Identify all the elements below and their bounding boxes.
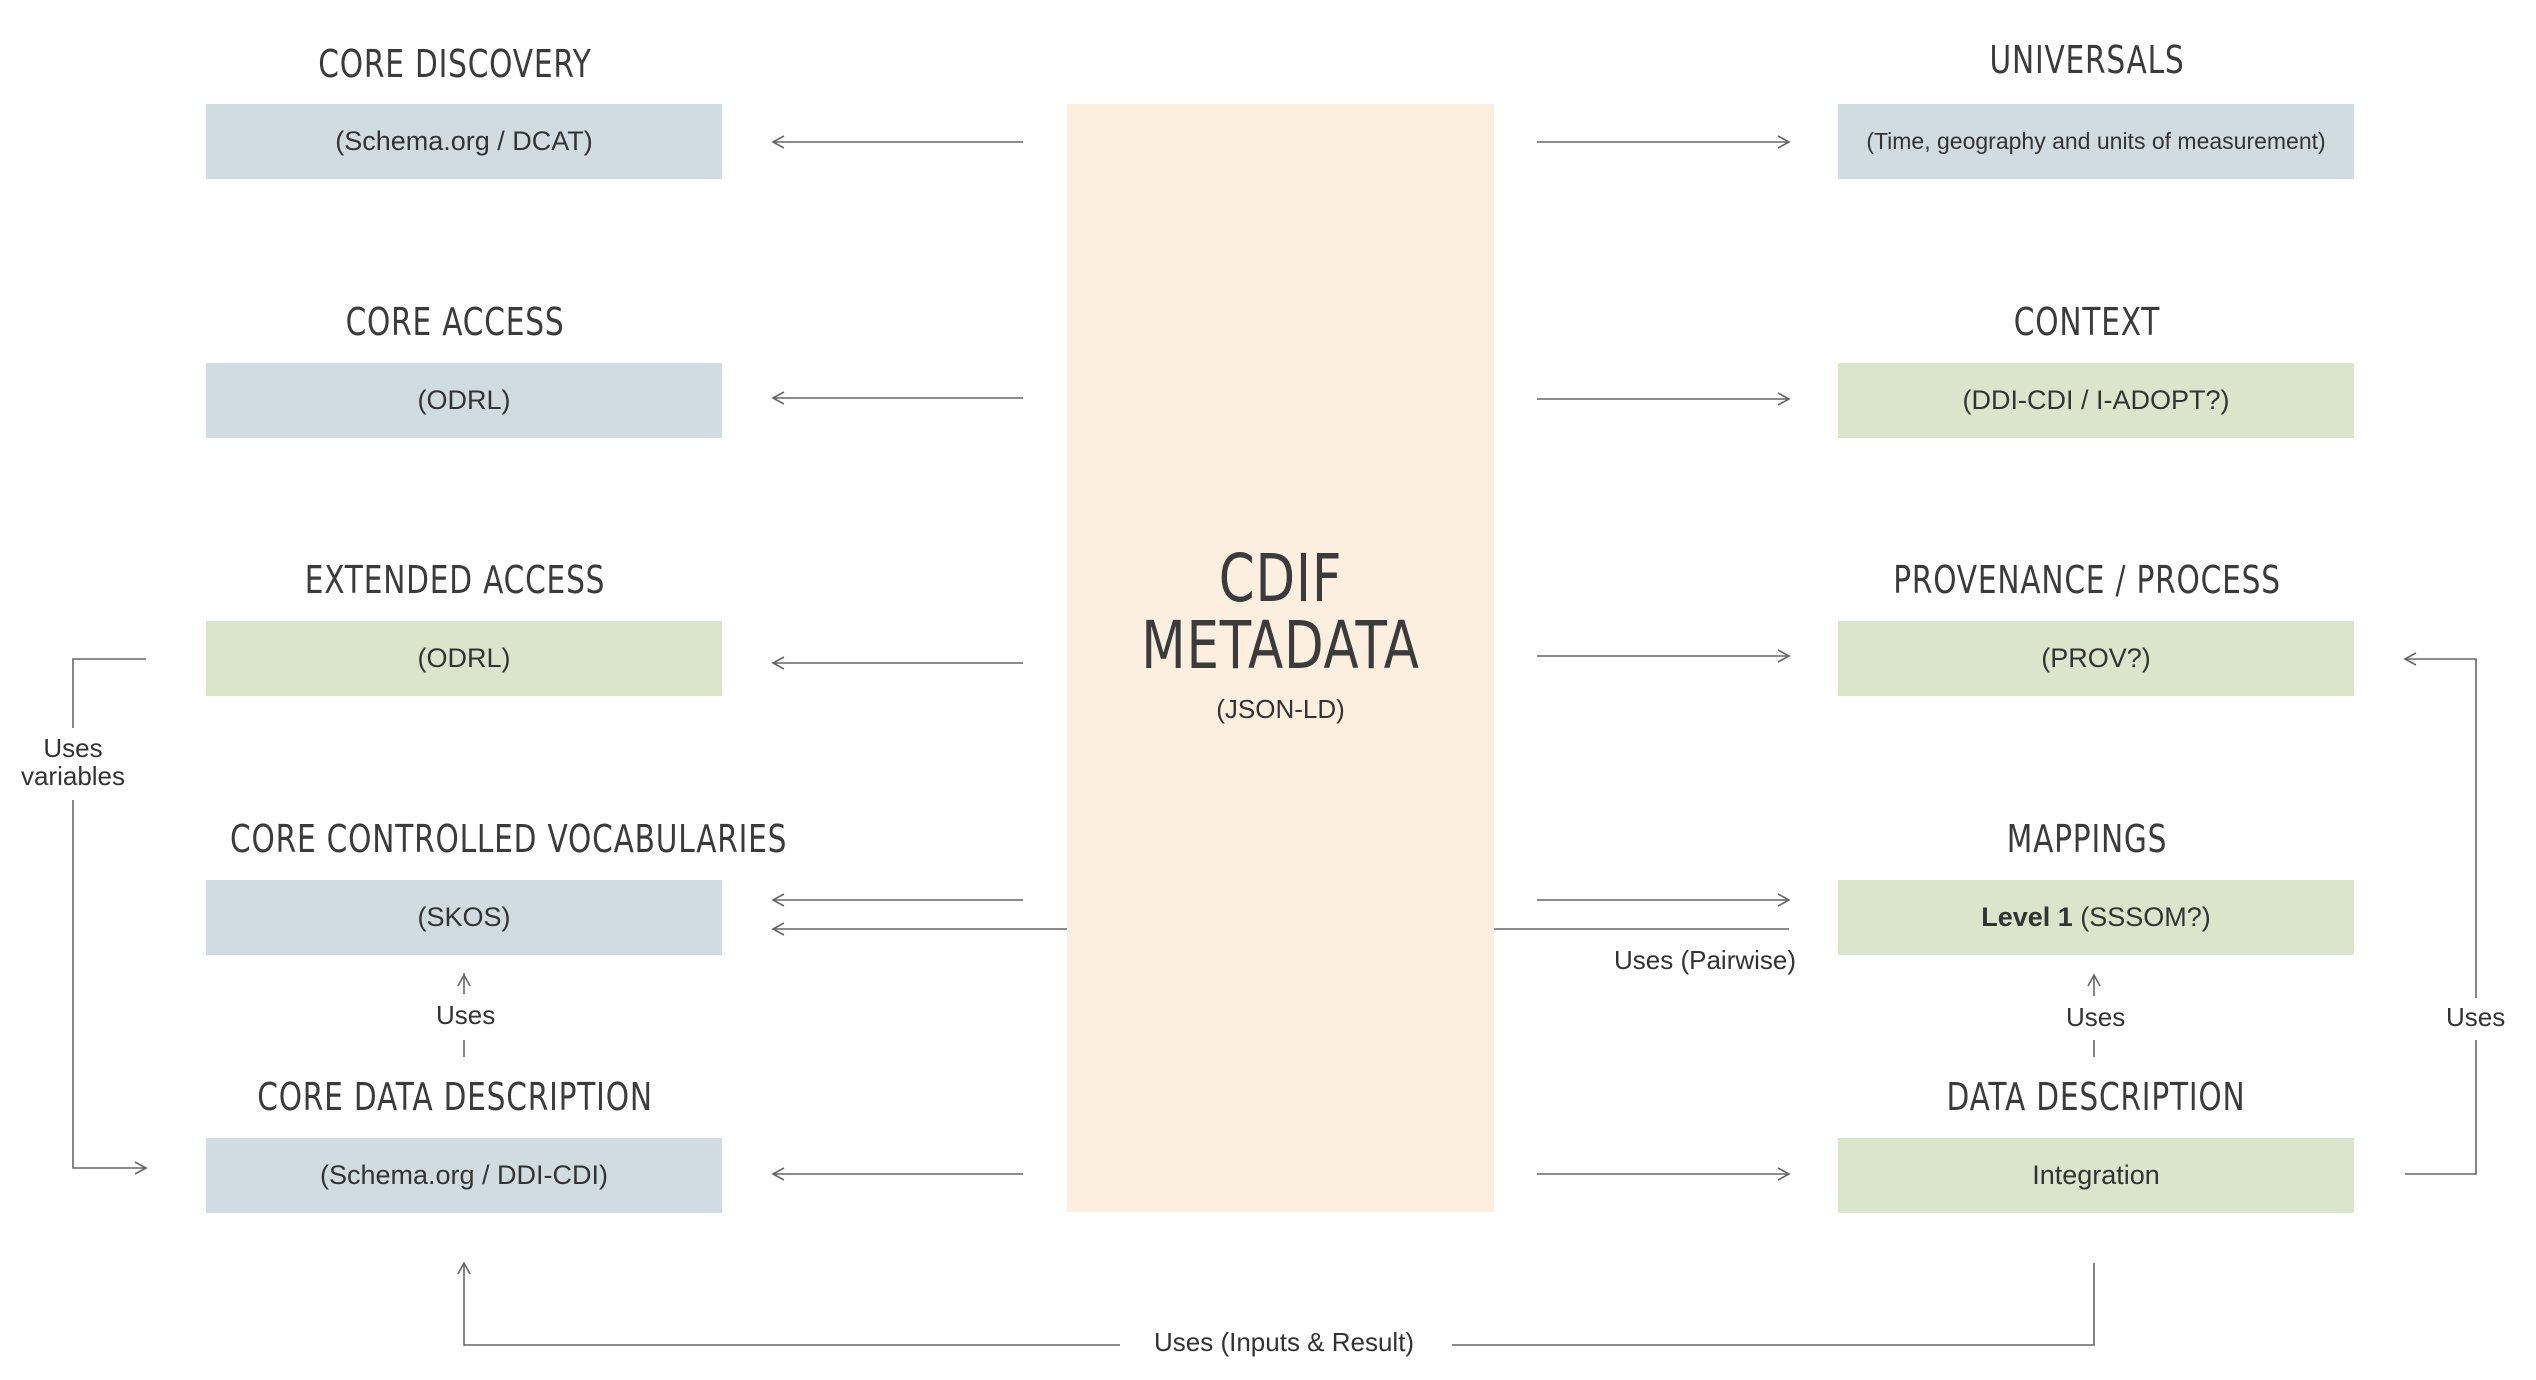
uses-provenance-bracket-top	[2403, 652, 2477, 998]
uses-variables-label-line1: Uses	[41, 733, 105, 764]
core-data-description-title: CORE DATA DESCRIPTION	[257, 1075, 653, 1119]
uses-pairwise-label: Uses (Pairwise)	[1614, 945, 1797, 975]
extended-access-content: (ODRL)	[417, 643, 511, 673]
data-description-box: Integration	[1838, 1138, 2354, 1213]
core-data-description-box: (Schema.org / DDI-CDI)	[206, 1138, 722, 1213]
extended-access-box: (ODRL)	[206, 621, 722, 696]
data-description-title: DATA DESCRIPTION	[1946, 1075, 2246, 1119]
core-discovery-box: (Schema.org / DCAT)	[206, 104, 722, 179]
extended-access-title: EXTENDED ACCESS	[304, 558, 606, 602]
universals-title: UNIVERSALS	[1989, 38, 2185, 82]
mappings-level: Level 1	[1981, 902, 2073, 932]
mappings-title: MAPPINGS	[2006, 817, 2168, 861]
core-access-content: (ODRL)	[417, 385, 511, 415]
core-controlled-vocabularies-title: CORE CONTROLLED VOCABULARIES	[230, 817, 788, 861]
center-title-line1: CDIF	[1218, 540, 1343, 617]
uses-inputs-result-label: Uses (Inputs & Result)	[1140, 1327, 1429, 1358]
center-subtitle: (JSON-LD)	[1216, 694, 1345, 724]
mappings-standard: (SSSOM?)	[2072, 902, 2211, 932]
uses-variables-bracket-top	[72, 658, 146, 728]
context-title: CONTEXT	[2013, 300, 2161, 344]
uses-inputs-result-right	[1452, 1263, 2095, 1346]
core-controlled-vocabularies-box: (SKOS)	[206, 880, 722, 955]
core-discovery-title: CORE DISCOVERY	[318, 42, 592, 86]
provenance-process-title: PROVENANCE / PROCESS	[1893, 558, 2281, 602]
provenance-process-content: (PROV?)	[2041, 643, 2151, 673]
uses-label-provenance: Uses	[2446, 1002, 2506, 1033]
core-access-box: (ODRL)	[206, 363, 722, 438]
uses-label-mappings: Uses	[2066, 1002, 2126, 1033]
uses-label-vocabularies: Uses	[436, 1000, 496, 1031]
core-access-title: CORE ACCESS	[345, 300, 565, 344]
core-controlled-vocabularies-content: (SKOS)	[417, 902, 511, 932]
context-content: (DDI-CDI / I-ADOPT?)	[1962, 385, 2230, 415]
uses-provenance-bracket-bottom	[2405, 1040, 2477, 1175]
data-description-content: Integration	[2032, 1160, 2160, 1190]
universals-box: (Time, geography and units of measuremen…	[1838, 104, 2354, 179]
cdif-metadata-core-box	[1067, 104, 1494, 1212]
mappings-content: Level 1 (SSSOM?)	[1981, 902, 2211, 933]
uses-variables-label-line2: variables	[20, 761, 126, 792]
uses-variables-bracket-bottom	[72, 800, 148, 1175]
provenance-process-box: (PROV?)	[1838, 621, 2354, 696]
universals-content: (Time, geography and units of measuremen…	[1866, 128, 2326, 154]
context-box: (DDI-CDI / I-ADOPT?)	[1838, 363, 2354, 438]
center-title-line2: METADATA	[1141, 607, 1420, 684]
mappings-box: Level 1 (SSSOM?)	[1838, 880, 2354, 955]
uses-inputs-result-left	[457, 1261, 1120, 1346]
core-discovery-content: (Schema.org / DCAT)	[335, 126, 593, 156]
core-data-description-content: (Schema.org / DDI-CDI)	[319, 1160, 609, 1190]
